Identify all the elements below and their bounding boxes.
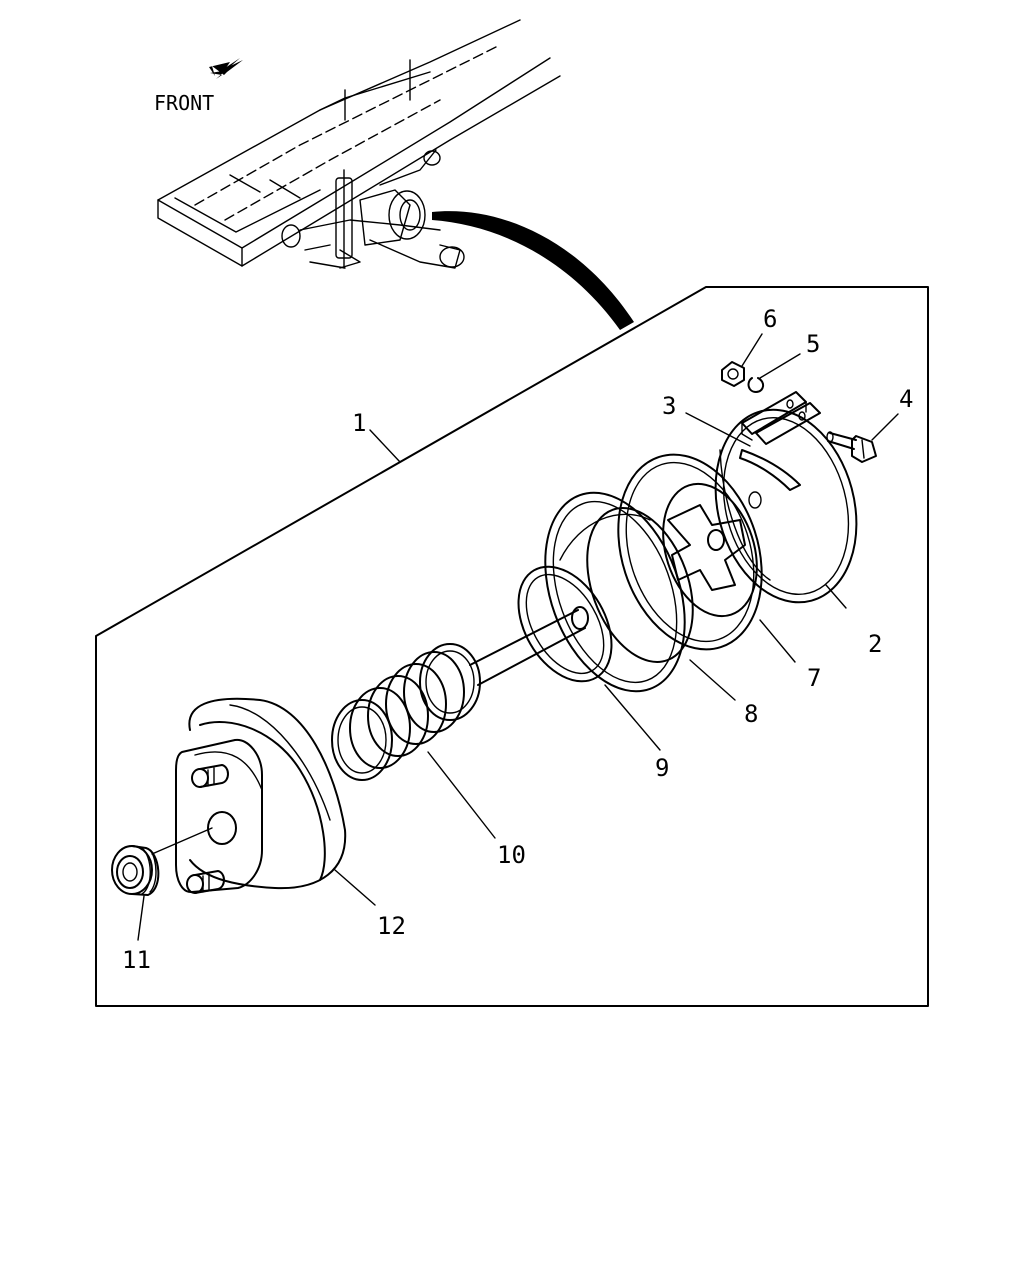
- front-direction-arrow-icon: [209, 58, 243, 79]
- boot-part-11: [111, 845, 160, 896]
- callout-3: 3: [662, 392, 676, 420]
- callout-11: 11: [122, 946, 151, 974]
- chamber-housing-part-12: [175, 697, 347, 894]
- callout-5: 5: [806, 330, 820, 358]
- lock-washer-part-5: [747, 377, 764, 393]
- callout-9: 9: [655, 754, 669, 782]
- return-spring-part-10: [331, 643, 481, 781]
- callout-8: 8: [744, 700, 758, 728]
- clamp-part-3: [739, 449, 801, 491]
- callout-7: 7: [807, 664, 821, 692]
- clamp-bracket: [741, 391, 821, 445]
- callout-4: 4: [899, 385, 913, 413]
- bolt-part-4: [826, 431, 877, 463]
- chassis-frame-drawing: [157, 19, 561, 269]
- mounting-stud-lower: [186, 870, 225, 894]
- callout-6: 6: [763, 305, 777, 333]
- diaphragm-part-7: [617, 453, 763, 651]
- push-rod: [469, 606, 589, 686]
- nut-part-6: [721, 361, 745, 387]
- callout-1: 1: [352, 409, 366, 437]
- detail-frame: [95, 286, 929, 1007]
- mounting-stud-upper: [191, 764, 229, 788]
- callout-10: 10: [497, 841, 526, 869]
- callout-leader-lines: [137, 333, 899, 941]
- front-label: FRONT: [154, 91, 214, 115]
- pressure-housing-part-2: [714, 408, 858, 604]
- detail-pointer-arrow: [432, 211, 634, 330]
- callout-2: 2: [868, 630, 882, 658]
- callout-12: 12: [377, 912, 406, 940]
- boot-alignment-line: [151, 827, 213, 855]
